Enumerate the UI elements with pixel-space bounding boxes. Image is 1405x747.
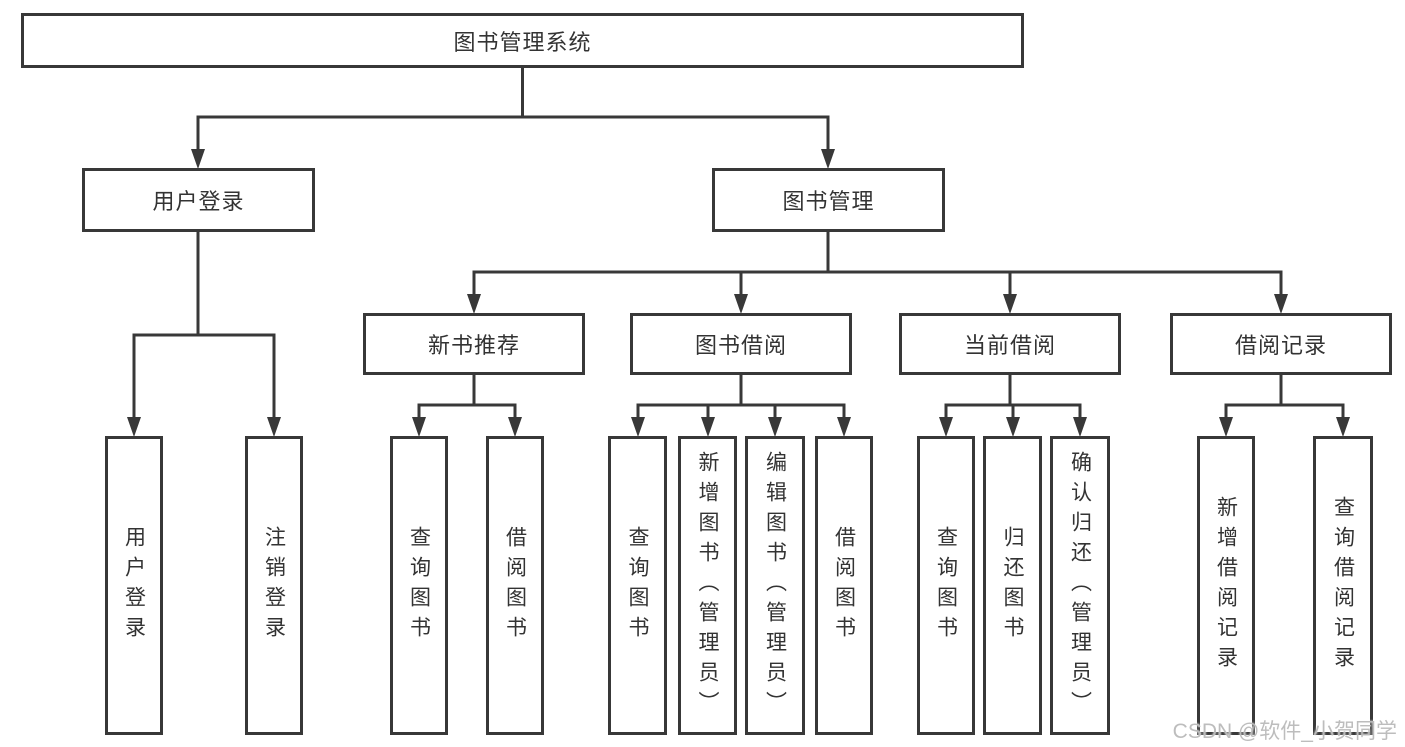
leaf-borrow-edit-books-admin-label: 编辑图书（管理员） bbox=[763, 450, 787, 721]
leaf-newbook-borrow-books-label: 借阅图书 bbox=[503, 525, 527, 646]
node-current-borrowing: 当前借阅 bbox=[899, 313, 1121, 375]
leaf-current-confirm-return-admin-label: 确认归还（管理员） bbox=[1068, 450, 1092, 721]
leaf-current-query-books-label: 查询图书 bbox=[934, 525, 958, 646]
leaf-borrow-add-books-admin-label: 新增图书（管理员） bbox=[696, 450, 719, 721]
leaf-records-query-record-label: 查询借阅记录 bbox=[1331, 495, 1355, 676]
csdn-watermark: CSDN @软件_小贺同学 bbox=[1172, 720, 1397, 743]
leaf-current-query-books: 查询图书 bbox=[917, 436, 975, 735]
node-new-book-recommend: 新书推荐 bbox=[363, 313, 585, 375]
leaf-newbook-query-books-label: 查询图书 bbox=[407, 525, 431, 646]
leaf-user-login: 用户登录 bbox=[105, 436, 163, 735]
node-user-login-label: 用户登录 bbox=[152, 189, 245, 214]
node-root-system: 图书管理系统 bbox=[21, 13, 1024, 68]
leaf-borrow-query-books: 查询图书 bbox=[608, 436, 667, 735]
leaf-current-return-books-label: 归还图书 bbox=[1001, 525, 1024, 646]
leaf-logout: 注销登录 bbox=[245, 436, 303, 735]
leaf-current-confirm-return-admin: 确认归还（管理员） bbox=[1050, 436, 1110, 735]
leaf-borrow-borrow-books-label: 借阅图书 bbox=[832, 525, 856, 646]
node-user-login: 用户登录 bbox=[82, 168, 315, 232]
node-book-borrowing-label: 图书借阅 bbox=[694, 333, 787, 358]
connector-shafts bbox=[132, 66, 1345, 421]
node-book-management-label: 图书管理 bbox=[782, 189, 875, 214]
node-book-borrowing: 图书借阅 bbox=[630, 313, 852, 375]
leaf-records-add-record: 新增借阅记录 bbox=[1197, 436, 1255, 735]
node-borrowing-records-label: 借阅记录 bbox=[1234, 333, 1327, 358]
node-book-management: 图书管理 bbox=[712, 168, 945, 232]
leaf-records-add-record-label: 新增借阅记录 bbox=[1214, 495, 1238, 676]
leaf-borrow-query-books-label: 查询图书 bbox=[626, 525, 649, 646]
leaf-logout-label: 注销登录 bbox=[262, 525, 286, 646]
leaf-borrow-borrow-books: 借阅图书 bbox=[815, 436, 873, 735]
leaf-records-query-record: 查询借阅记录 bbox=[1313, 436, 1373, 735]
leaf-current-return-books: 归还图书 bbox=[983, 436, 1042, 735]
leaf-borrow-edit-books-admin: 编辑图书（管理员） bbox=[745, 436, 805, 735]
leaf-newbook-borrow-books: 借阅图书 bbox=[486, 436, 544, 735]
node-new-book-recommend-label: 新书推荐 bbox=[427, 333, 520, 358]
node-current-borrowing-label: 当前借阅 bbox=[963, 333, 1056, 358]
leaf-borrow-add-books-admin: 新增图书（管理员） bbox=[678, 436, 737, 735]
leaf-user-login-label: 用户登录 bbox=[122, 525, 146, 646]
node-borrowing-records: 借阅记录 bbox=[1170, 313, 1392, 375]
node-root-label: 图书管理系统 bbox=[453, 29, 592, 55]
leaf-newbook-query-books: 查询图书 bbox=[390, 436, 448, 735]
